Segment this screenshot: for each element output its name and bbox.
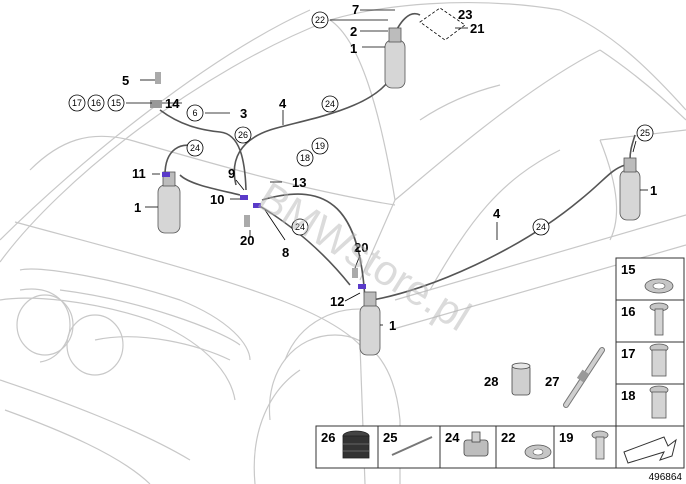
callout-4: 4	[279, 96, 287, 111]
strut-front-left	[157, 171, 181, 234]
svg-text:24: 24	[190, 143, 200, 153]
panel-label-26: 26	[321, 430, 335, 445]
callout-numbers: 1 1 1 1 2 3 4 4 5 7 8 9 10 11 12 13 14 2…	[122, 2, 657, 389]
strut-rear-top	[384, 27, 406, 89]
svg-text:26: 26	[238, 130, 248, 140]
panel-label-24: 24	[445, 430, 460, 445]
leader-lines	[126, 9, 648, 326]
callout-3: 3	[240, 106, 247, 121]
svg-text:19: 19	[315, 141, 325, 151]
callout-21: 21	[470, 21, 484, 36]
svg-text:24: 24	[536, 222, 546, 232]
svg-text:15: 15	[111, 98, 121, 108]
line-connectors	[150, 72, 366, 289]
callout-28: 28	[484, 374, 498, 389]
panel-label-16: 16	[621, 304, 635, 319]
callout-8: 8	[282, 245, 289, 260]
svg-text:22: 22	[315, 15, 325, 25]
circled-callout-6: 6	[186, 104, 204, 122]
panel-label-18: 18	[621, 388, 635, 403]
svg-text:24: 24	[295, 222, 305, 232]
callout-12: 12	[330, 294, 344, 309]
document-number: 496864	[649, 472, 683, 483]
washer-icon	[524, 444, 552, 460]
callout-20: 20	[354, 240, 368, 255]
callout-23: 23	[458, 7, 472, 22]
rivet-nut-icon	[649, 343, 669, 377]
screw-icon	[591, 430, 609, 460]
callout-27: 27	[545, 374, 559, 389]
callout-5: 5	[122, 73, 129, 88]
callout-13: 13	[292, 175, 306, 190]
washer-icon	[644, 278, 674, 294]
callout-1: 1	[650, 183, 657, 198]
circled-callout-16: 16	[87, 94, 105, 112]
strut-rear-right	[619, 157, 641, 221]
callout-1: 1	[134, 200, 141, 215]
panel-label-17: 17	[621, 346, 635, 361]
callout-7: 7	[352, 2, 359, 17]
callout-1: 1	[350, 41, 357, 56]
callout-14: 14	[165, 96, 180, 111]
circled-callout-17: 17	[68, 94, 86, 112]
bolt-icon	[649, 302, 669, 336]
svg-text:25: 25	[640, 128, 650, 138]
arrow-icon	[623, 436, 677, 464]
circled-callout-24: 24	[532, 218, 550, 236]
part-28-sleeve	[511, 362, 531, 396]
circled-callout-24: 24	[321, 95, 339, 113]
callout-11: 11	[132, 166, 146, 181]
circled-callouts: 6 17 16 15 18 19 22 24 24 24 24 25 26	[68, 11, 654, 236]
circled-callout-18: 18	[296, 149, 314, 167]
circled-callout-22: 22	[311, 11, 329, 29]
rivet-nut-icon	[649, 385, 669, 419]
parts-panel-bottom: 26 25 24 22 19	[315, 425, 685, 469]
parts-panel-right: 15 16 17 18	[615, 257, 685, 427]
panel-label-15: 15	[621, 262, 635, 277]
circled-callout-15: 15	[107, 94, 125, 112]
callout-20: 20	[240, 233, 254, 248]
clip-icon	[463, 431, 489, 457]
pin-icon	[391, 436, 433, 456]
part-27-connector	[563, 347, 605, 408]
svg-text:18: 18	[300, 153, 310, 163]
callout-1: 1	[389, 318, 396, 333]
strut-front-right	[359, 291, 381, 356]
circled-callout-26: 26	[234, 126, 252, 144]
grommet-icon	[342, 430, 370, 459]
svg-text:24: 24	[325, 99, 335, 109]
callout-10: 10	[210, 192, 224, 207]
circled-callout-24: 24	[291, 218, 309, 236]
panel-label-25: 25	[383, 430, 397, 445]
circled-callout-24: 24	[186, 139, 204, 157]
svg-text:6: 6	[192, 108, 197, 118]
circled-callout-25: 25	[636, 124, 654, 142]
svg-text:16: 16	[91, 98, 101, 108]
circled-callout-19: 19	[311, 137, 329, 155]
panel-label-19: 19	[559, 430, 573, 445]
panel-label-22: 22	[501, 430, 515, 445]
callout-2: 2	[350, 24, 357, 39]
callout-9: 9	[228, 166, 235, 181]
svg-text:17: 17	[72, 98, 82, 108]
callout-4: 4	[493, 206, 501, 221]
